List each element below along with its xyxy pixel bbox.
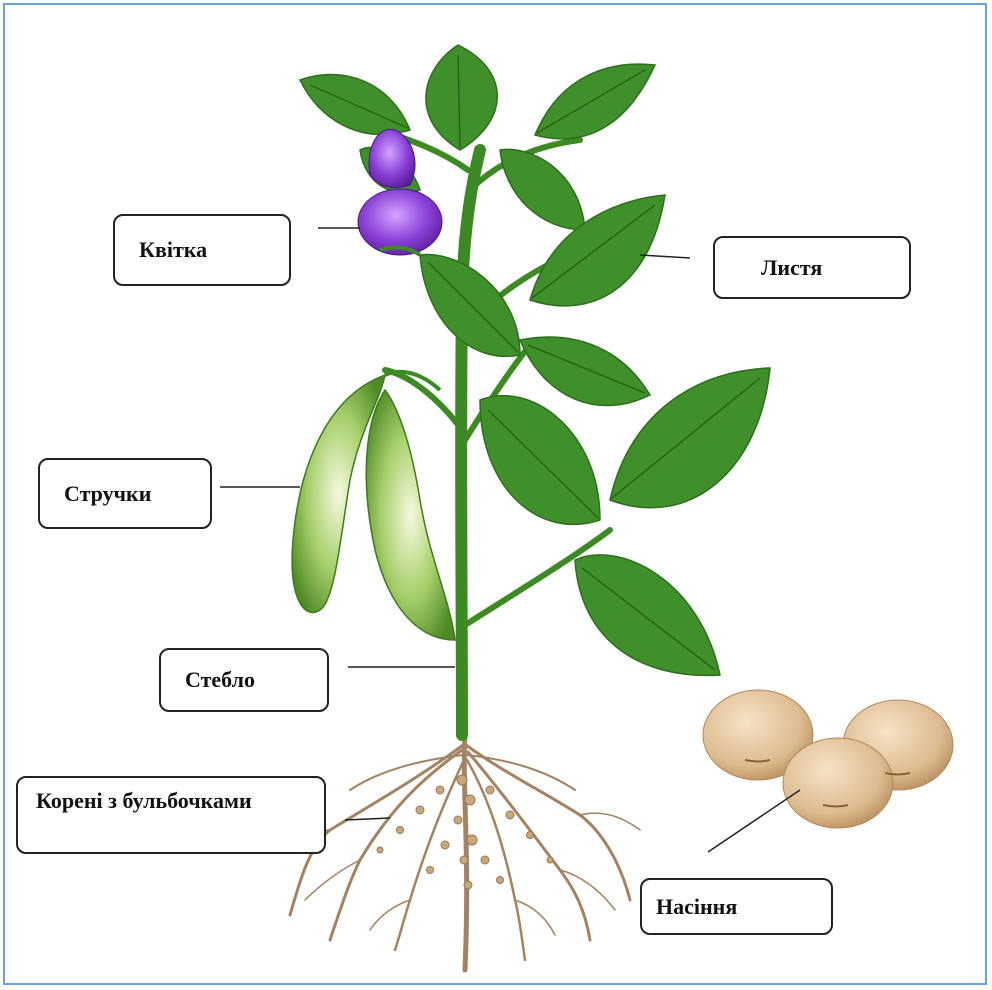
leaves-label: Листя <box>713 236 911 299</box>
seeds <box>703 690 953 828</box>
roots-label: Корені з бульбочками <box>16 776 326 854</box>
stem-label-text: Стебло <box>185 667 255 693</box>
pods-label-text: Стручки <box>64 481 151 507</box>
stem-label: Стебло <box>159 648 329 712</box>
seeds-label: Насіння <box>640 878 833 935</box>
roots <box>280 735 640 970</box>
flower-label-text: Квітка <box>139 237 207 263</box>
flower-label: Квітка <box>113 214 291 286</box>
pods <box>292 372 455 640</box>
pods-label: Стручки <box>38 458 212 529</box>
leaves-label-text: Листя <box>761 255 822 281</box>
roots-label-text: Корені з бульбочками <box>36 788 252 814</box>
seeds-label-text: Насіння <box>656 894 737 920</box>
